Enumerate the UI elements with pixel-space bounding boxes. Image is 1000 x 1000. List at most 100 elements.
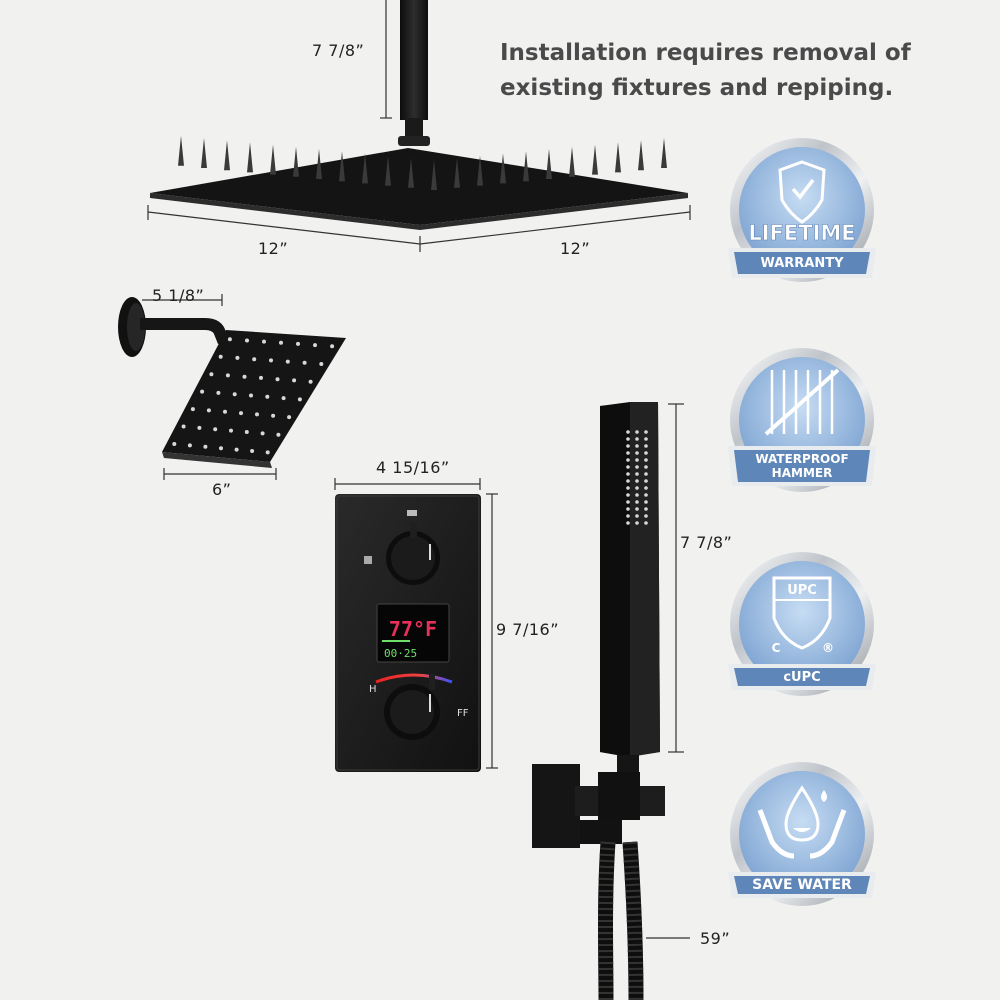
small-head-size: 6” bbox=[212, 480, 232, 499]
handheld-nozzle bbox=[626, 486, 630, 490]
small-head-nozzle bbox=[216, 390, 221, 395]
badge-lifetime-warranty bbox=[728, 138, 876, 282]
valve-height-dimension bbox=[486, 493, 498, 769]
rain-nozzle bbox=[454, 157, 460, 188]
small-head-nozzle bbox=[269, 358, 273, 363]
handheld-nozzle bbox=[644, 444, 648, 448]
handheld-nozzle bbox=[635, 507, 639, 511]
small-head-nozzle bbox=[265, 450, 270, 455]
badge-waterproof-hammer bbox=[728, 348, 876, 492]
hot-mark: H bbox=[369, 684, 377, 695]
handheld-nozzle bbox=[626, 451, 630, 455]
small-head-nozzle bbox=[181, 424, 186, 429]
badge-1-label: WARRANTY bbox=[760, 256, 844, 271]
handheld-nozzles bbox=[626, 430, 648, 525]
wall-holder-and-hose bbox=[532, 764, 690, 1000]
off-mark: FF bbox=[457, 708, 469, 719]
rain-nozzle bbox=[362, 153, 368, 184]
ceiling-arm-dimension bbox=[380, 0, 392, 119]
small-head-nozzle bbox=[245, 338, 249, 343]
small-head-nozzle bbox=[244, 430, 249, 434]
hose-length: 59” bbox=[700, 929, 731, 948]
small-head-nozzle bbox=[200, 389, 205, 394]
rain-nozzle bbox=[546, 149, 552, 179]
rain-nozzle bbox=[431, 160, 437, 190]
handheld-nozzle bbox=[644, 486, 648, 490]
handheld-nozzle bbox=[635, 493, 639, 497]
handheld-nozzle bbox=[626, 472, 630, 476]
small-head-nozzle bbox=[219, 446, 223, 451]
handheld-nozzle bbox=[635, 514, 639, 518]
handheld-shower bbox=[600, 402, 660, 795]
small-head-nozzle bbox=[255, 412, 259, 417]
small-head-nozzle bbox=[206, 408, 211, 413]
badge-cupc bbox=[728, 552, 876, 696]
badge-save-water bbox=[728, 762, 876, 906]
handheld-nozzle bbox=[644, 451, 648, 455]
handheld-nozzle bbox=[644, 479, 648, 483]
headline-line-2: existing fixtures and repiping. bbox=[500, 75, 894, 101]
handheld-nozzle bbox=[644, 514, 648, 518]
handheld-nozzle bbox=[635, 458, 639, 462]
small-head-nozzle bbox=[234, 447, 239, 452]
rain-nozzle bbox=[201, 138, 207, 168]
valve-width: 4 15/16” bbox=[376, 458, 450, 477]
rain-nozzle bbox=[224, 140, 230, 171]
rain-nozzle bbox=[293, 146, 299, 177]
valve-panel bbox=[334, 478, 481, 772]
upc-mark: UPC bbox=[787, 583, 817, 598]
rain-nozzle bbox=[408, 157, 414, 188]
r-mark: ® bbox=[822, 641, 834, 655]
valve-height: 9 7/16” bbox=[496, 620, 559, 639]
handheld-nozzle bbox=[635, 521, 639, 525]
handheld-nozzle bbox=[644, 437, 648, 441]
handheld-nozzle bbox=[635, 486, 639, 490]
small-head-nozzle bbox=[213, 427, 218, 432]
handheld-nozzle bbox=[635, 479, 639, 483]
handheld-nozzle bbox=[626, 430, 630, 434]
wall-arm-reach: 5 1/8” bbox=[152, 286, 205, 305]
handheld-nozzle bbox=[626, 514, 630, 518]
handheld-nozzle bbox=[626, 493, 630, 497]
handheld-nozzle bbox=[626, 458, 630, 462]
handheld-nozzle bbox=[644, 465, 648, 469]
small-head-nozzle bbox=[227, 337, 232, 342]
upc-shield-icon bbox=[772, 576, 832, 650]
small-head-nozzle bbox=[235, 355, 240, 360]
handheld-nozzle bbox=[635, 500, 639, 504]
small-head-nozzle bbox=[302, 360, 307, 365]
rain-nozzle bbox=[523, 151, 529, 182]
small-head-nozzle bbox=[242, 374, 247, 379]
badge-4-label: SAVE WATER bbox=[752, 877, 852, 893]
rain-nozzle bbox=[316, 149, 322, 179]
small-head-nozzle bbox=[330, 344, 335, 349]
handheld-nozzle bbox=[626, 437, 630, 441]
wall-arm-dimension bbox=[142, 294, 277, 480]
rain-nozzle bbox=[247, 142, 253, 173]
small-head-nozzle bbox=[296, 341, 300, 346]
rain-nozzle bbox=[385, 155, 391, 186]
c-mark: C bbox=[772, 641, 781, 655]
small-head-nozzle bbox=[319, 362, 324, 366]
rain-nozzle bbox=[592, 144, 598, 175]
wall-showerhead bbox=[118, 297, 346, 468]
handheld-nozzle bbox=[626, 500, 630, 504]
small-head-nozzle bbox=[275, 377, 280, 382]
handheld-nozzle bbox=[635, 430, 639, 434]
waterproof-hammer-icon bbox=[764, 368, 840, 436]
small-head-nozzle bbox=[190, 407, 195, 412]
rain-dimension-lines bbox=[147, 205, 691, 252]
small-head-nozzle bbox=[239, 411, 243, 416]
headline: Installation requires removal of existin… bbox=[500, 36, 920, 106]
handheld-nozzle bbox=[635, 472, 639, 476]
small-head-nozzle bbox=[172, 442, 177, 446]
small-head-nozzle bbox=[225, 373, 230, 378]
small-head-nozzle bbox=[223, 409, 227, 414]
small-head-nozzle bbox=[203, 444, 208, 449]
handheld-nozzle bbox=[644, 493, 648, 497]
rain-head-width: 12” bbox=[258, 239, 289, 258]
rain-nozzle bbox=[178, 135, 184, 166]
small-head-nozzle bbox=[262, 339, 266, 344]
